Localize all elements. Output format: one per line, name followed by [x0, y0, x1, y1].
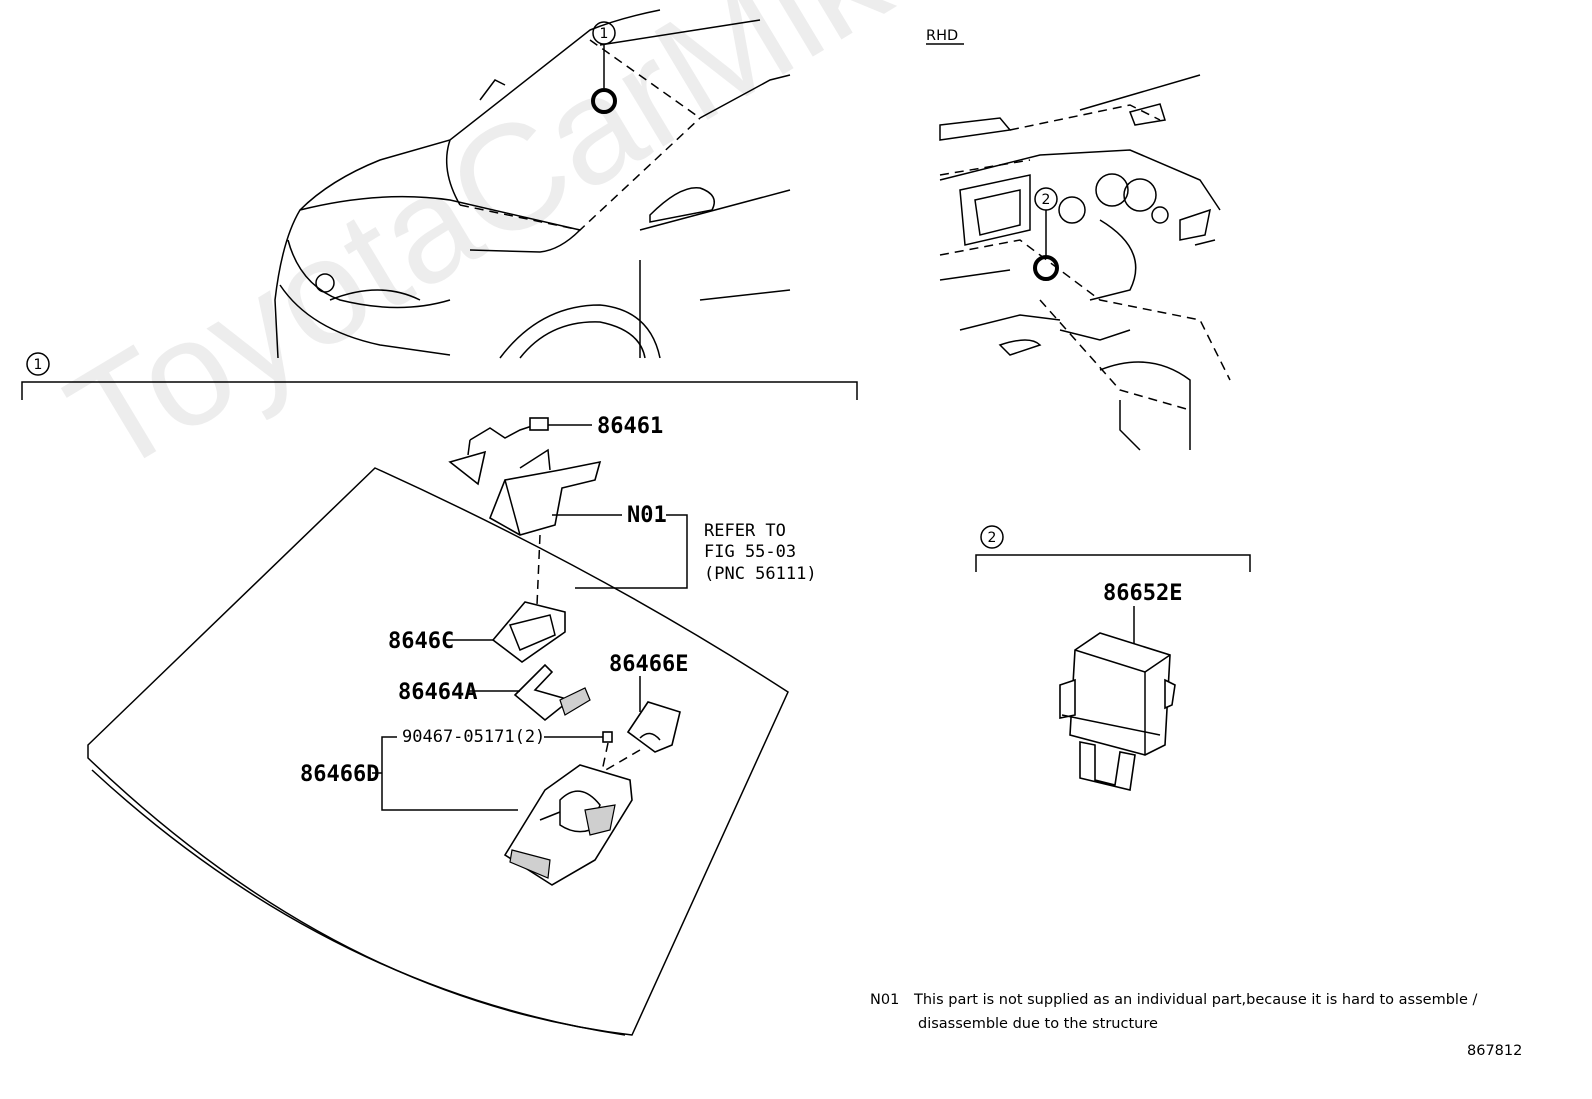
- windshield-edge-line: [91, 769, 626, 1036]
- label-86464a: 86464A: [398, 680, 477, 705]
- label-86466d: 86466D: [300, 762, 379, 787]
- refer-line-1: REFER TO: [704, 521, 786, 541]
- part-86466e-cover: [626, 701, 681, 753]
- refer-line-3: (PNC 56111): [704, 564, 817, 584]
- figure-number: 867812: [1467, 1043, 1522, 1059]
- part-86464a-bracket: [513, 663, 591, 722]
- windshield-glass: [87, 467, 789, 1036]
- label-8646c: 8646C: [388, 629, 454, 654]
- refer-bracket-line: [575, 514, 688, 589]
- assembly-dashline-1: [536, 534, 541, 606]
- callout-1-group-number: 1: [34, 357, 43, 373]
- part-n01-bracket: [489, 448, 602, 536]
- callout-1-top-circle: [592, 21, 616, 45]
- label-n01: N01: [627, 503, 667, 528]
- callout-2-group-number: 2: [988, 530, 997, 546]
- note-line-1: This part is not supplied as an individu…: [913, 992, 1477, 1008]
- callout-1-top-number: 1: [600, 26, 609, 42]
- label-90467: 90467-05171(2): [402, 727, 545, 747]
- assembly-dashline-3: [579, 749, 641, 786]
- part-86461-harness: [448, 417, 549, 486]
- label-86652e: 86652E: [1103, 581, 1182, 606]
- location-marker-2: [1033, 255, 1059, 281]
- part-86466d-lower-cover: [503, 764, 633, 886]
- callout-2-group-circle: [980, 525, 1004, 549]
- callout-1-group-circle: [26, 352, 50, 376]
- label-86466e: 86466E: [609, 652, 688, 677]
- part-86652e-sensor: [1059, 632, 1176, 791]
- rhd-label: RHD: [926, 28, 958, 44]
- dashboard-interior-illustration: [939, 74, 1231, 451]
- label-86461: 86461: [597, 414, 663, 439]
- part-8646c-cover: [491, 601, 566, 663]
- group-1-bracket: [21, 381, 858, 400]
- note-line-2: disassemble due to the structure: [918, 1016, 1158, 1032]
- part-90467-clip: [602, 731, 613, 743]
- car-exterior-illustration: [274, 9, 791, 359]
- bracket-86466d: [381, 736, 518, 811]
- refer-line-2: FIG 55-03: [704, 542, 796, 562]
- assembly-dashline-2: [597, 742, 609, 791]
- location-marker-1: [591, 88, 617, 114]
- note-code: N01: [870, 992, 899, 1008]
- callout-2-top-number: 2: [1042, 192, 1051, 208]
- group-2-bracket: [975, 554, 1251, 572]
